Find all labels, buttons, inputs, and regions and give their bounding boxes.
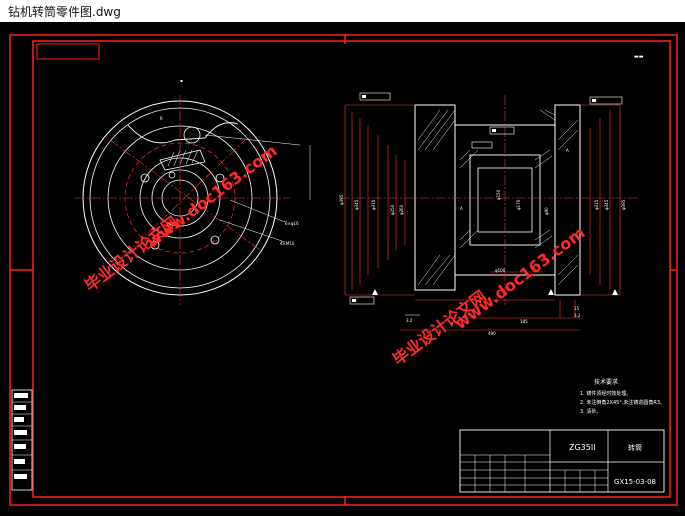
tech-note-2: 2. 未注倒角2X45°,未注铸造圆角R3。 — [580, 399, 665, 406]
svg-text:φ150: φ150 — [496, 189, 501, 200]
technical-requirements: 技术要求 1. 铸件须经时效处理。 2. 未注倒角2X45°,未注铸造圆角R3。… — [580, 378, 665, 415]
svg-text:φ345: φ345 — [604, 199, 609, 210]
svg-text:φ170: φ170 — [516, 199, 521, 210]
watermark: 毕业设计论文网 www.doc163.com 毕业设计论文网 www.doc16… — [81, 141, 589, 369]
drawing-number-box — [36, 43, 100, 60]
tech-note-1: 1. 铸件须经时效处理。 — [580, 390, 631, 397]
svg-text:A: A — [566, 148, 569, 153]
watermark-url-2: www.doc163.com — [451, 223, 589, 333]
svg-text:▪: ▪ — [180, 78, 183, 83]
svg-text:3.2: 3.2 — [574, 313, 581, 318]
inner-border — [32, 40, 671, 498]
title-block: ZG35II 转筒 GX15-03-08 — [459, 429, 665, 493]
svg-text:φ395: φ395 — [339, 194, 344, 205]
svg-text:A: A — [460, 206, 463, 211]
corner-mark: ▬▬ — [634, 54, 644, 60]
tech-note-3: 3. 清砂。 — [580, 408, 601, 415]
end-view: 6×φ16 4×M10 R ▪ — [75, 78, 311, 305]
svg-text:3.2: 3.2 — [406, 318, 413, 323]
material-label: ZG35II — [569, 443, 596, 452]
svg-text:φ315: φ315 — [371, 199, 376, 210]
drawing-canvas[interactable]: ▬▬ — [0, 22, 685, 516]
svg-text:6×φ16: 6×φ16 — [285, 221, 299, 226]
svg-text:φ260: φ260 — [399, 204, 404, 215]
watermark-url-1: www.doc163.com — [143, 141, 281, 251]
svg-text:φ250: φ250 — [390, 204, 395, 215]
svg-text:15: 15 — [574, 306, 580, 311]
svg-text:185: 185 — [520, 319, 528, 324]
svg-text:φ90: φ90 — [544, 207, 549, 215]
cad-drawing: ▬▬ — [9, 34, 678, 506]
revision-table — [11, 389, 33, 491]
document-tab-title[interactable]: 钻机转筒零件图.dwg — [8, 5, 121, 19]
part-name: 转筒 — [628, 443, 642, 452]
svg-text:490: 490 — [488, 331, 496, 336]
svg-text:φ395: φ395 — [621, 199, 626, 210]
svg-text:φ315: φ315 — [594, 199, 599, 210]
tech-title: 技术要求 — [594, 378, 618, 386]
drawing-code: GX15-03-08 — [614, 478, 656, 486]
svg-text:φ100: φ100 — [495, 268, 506, 273]
section-view: φ395 φ345 φ315 φ250 φ260 φ315 φ345 φ395 … — [339, 92, 640, 336]
svg-text:R: R — [160, 116, 163, 121]
svg-text:4×M10: 4×M10 — [280, 241, 295, 246]
document-tab-bar: 钻机转筒零件图.dwg — [0, 0, 685, 23]
svg-text:φ345: φ345 — [354, 199, 359, 210]
